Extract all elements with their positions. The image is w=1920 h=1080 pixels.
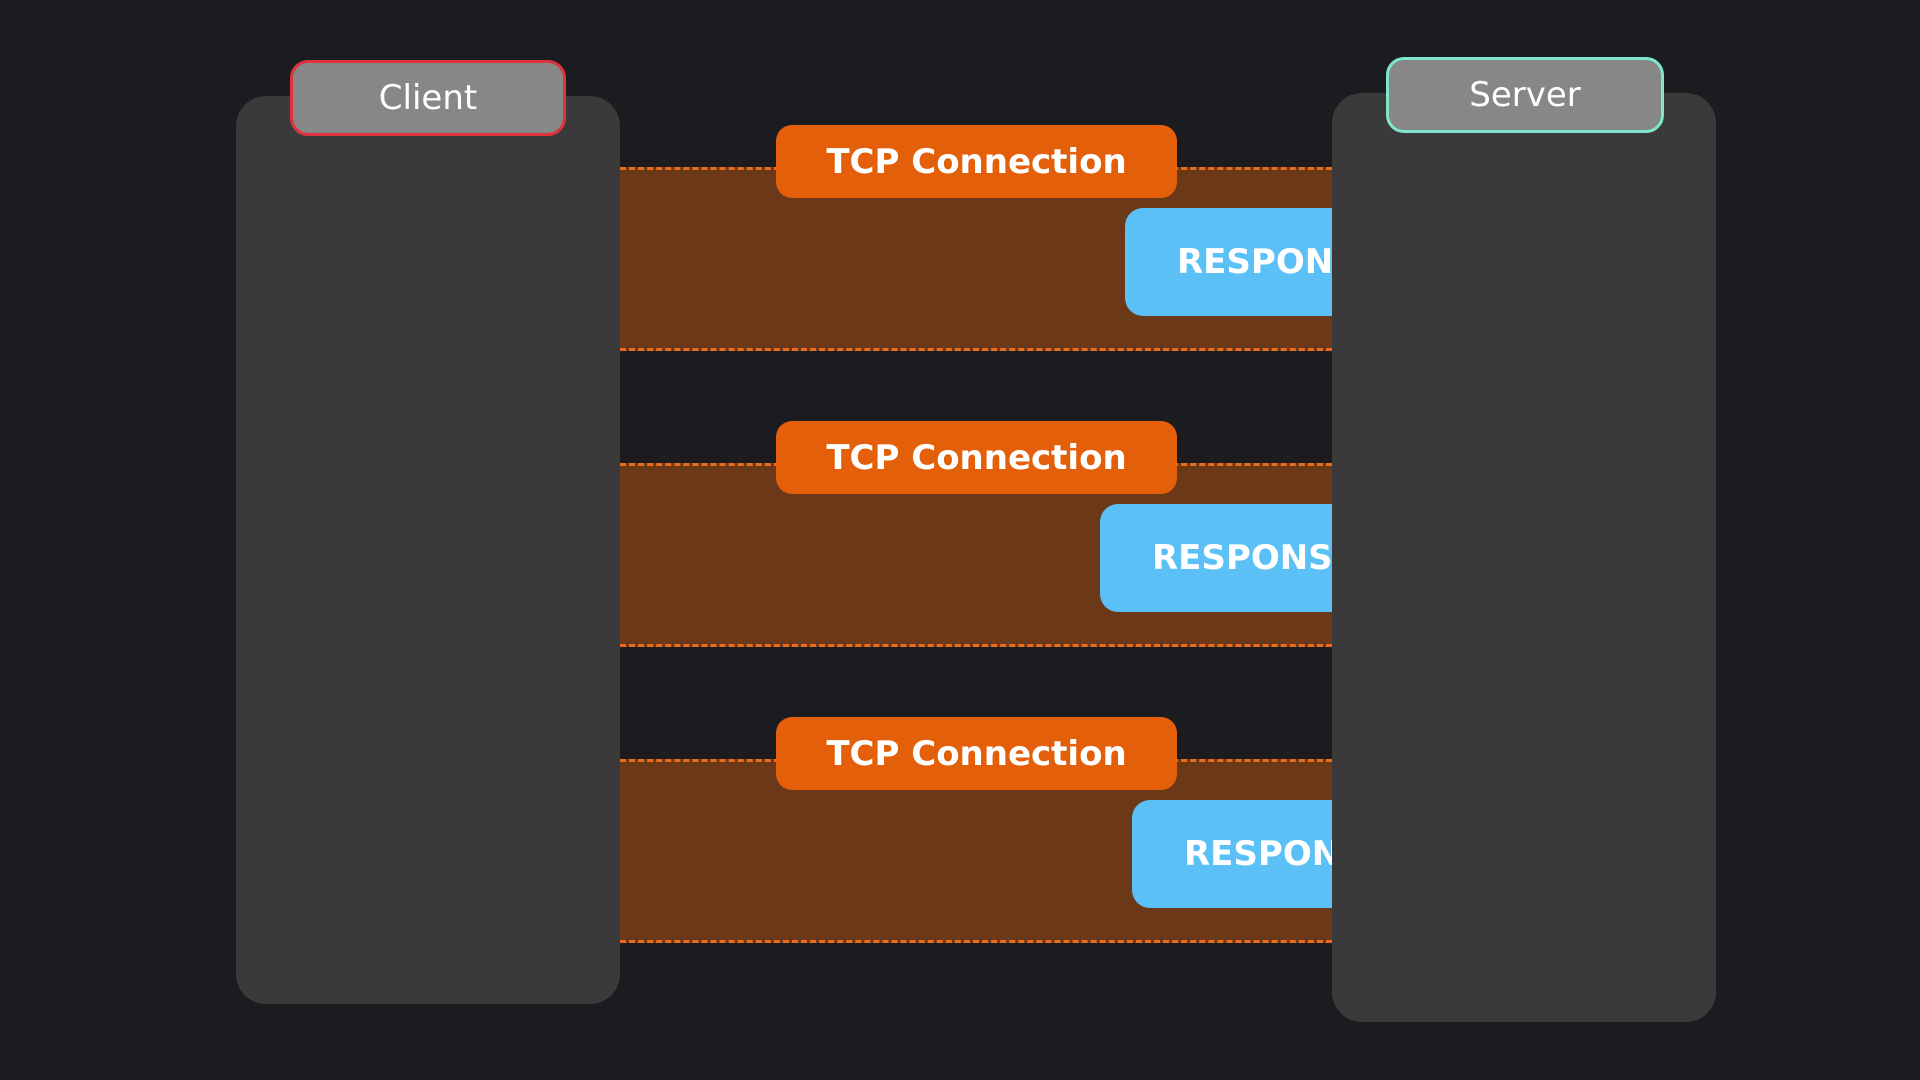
tcp-connection-label-2: TCP Connection [776, 421, 1177, 494]
client-header: Client [290, 60, 566, 136]
server-header: Server [1386, 57, 1664, 133]
response-clip-3: RESPONSE [620, 792, 1332, 912]
response-clip-2: RESPONSE [620, 496, 1332, 616]
tcp-connection-label-3: TCP Connection [776, 717, 1177, 790]
server-lane [1332, 93, 1716, 1022]
response-box-1: RESPONSE [1125, 208, 1332, 316]
tcp-connection-label-1: TCP Connection [776, 125, 1177, 198]
client-lane [236, 96, 620, 1004]
response-box-2: RESPONSE [1100, 504, 1332, 612]
response-box-3: RESPONSE [1132, 800, 1332, 908]
response-clip-1: RESPONSE [620, 200, 1332, 320]
